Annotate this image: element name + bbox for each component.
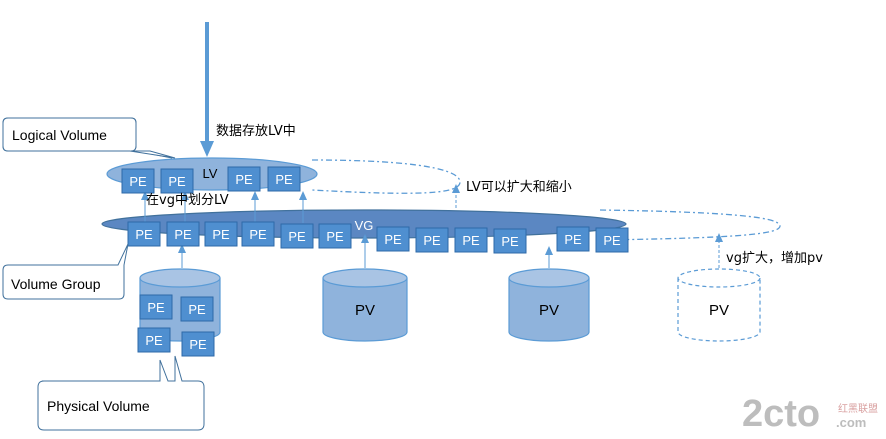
- pe-block[interactable]: PE: [556, 226, 590, 252]
- lv-extend-dashed-outline: [311, 159, 461, 194]
- pe-label: PE: [462, 233, 480, 248]
- pv-label: PV: [355, 302, 375, 319]
- pv-label: PV: [709, 302, 729, 319]
- callout-text: Volume Group: [11, 276, 101, 292]
- pe-label: PE: [147, 300, 165, 315]
- callout-text: Physical Volume: [47, 398, 150, 414]
- pe-label: PE: [212, 227, 230, 242]
- lv-ellipse[interactable]: [106, 157, 318, 191]
- pe-label: PE: [235, 172, 253, 187]
- watermark-logo: 2cto 红黑联盟 .com: [742, 393, 878, 435]
- pe-block[interactable]: PE: [267, 166, 301, 192]
- store-in-lv-annotation: 数据存放LV中: [216, 124, 296, 139]
- pe-label: PE: [174, 227, 192, 242]
- pe-label: PE: [188, 302, 206, 317]
- pe-label: PE: [249, 227, 267, 242]
- pe-label: PE: [145, 333, 163, 348]
- vg-label: VG: [355, 218, 374, 233]
- callout-text: Logical Volume: [12, 127, 107, 143]
- callout-physical-volume: Physical Volume: [37, 355, 205, 431]
- pe-label: PE: [423, 233, 441, 248]
- pv-cylinder-new-dashed[interactable]: PV: [677, 268, 761, 342]
- vg-extend-dashed-outline: [599, 209, 781, 241]
- pe-block[interactable]: PE: [139, 294, 173, 320]
- pe-label: PE: [189, 337, 207, 352]
- pe-label: PE: [129, 174, 147, 189]
- carve-lv-annotation: 在vg中划分LV: [146, 193, 229, 208]
- pe-block[interactable]: PE: [241, 221, 275, 247]
- pe-label: PE: [326, 229, 344, 244]
- pe-block[interactable]: PE: [127, 221, 161, 247]
- pe-block[interactable]: PE: [280, 223, 314, 249]
- pv-cylinder[interactable]: PV: [322, 268, 408, 342]
- pe-label: PE: [135, 227, 153, 242]
- pe-block[interactable]: PE: [454, 227, 488, 253]
- lv-resize-annotation: LV可以扩大和缩小: [466, 179, 572, 195]
- watermark-tld: .com: [836, 415, 866, 430]
- callout-logical-volume: Logical Volume: [2, 117, 176, 159]
- pe-block[interactable]: PE: [376, 226, 410, 252]
- pe-label: PE: [384, 232, 402, 247]
- pe-block[interactable]: PE: [166, 221, 200, 247]
- pv-label: PV: [539, 302, 559, 319]
- pe-label: PE: [603, 233, 621, 248]
- pe-label: PE: [501, 234, 519, 249]
- pv-cylinder[interactable]: [139, 268, 221, 342]
- lv-label: LV: [203, 166, 218, 181]
- pe-block[interactable]: PE: [493, 228, 527, 254]
- callout-volume-group: Volume Group: [2, 243, 129, 300]
- pe-block[interactable]: PE: [204, 221, 238, 247]
- pe-block[interactable]: PE: [180, 296, 214, 322]
- pe-label: PE: [564, 232, 582, 247]
- pe-label: PE: [168, 174, 186, 189]
- pe-block[interactable]: PE: [121, 168, 155, 194]
- pv-cylinder[interactable]: PV: [508, 268, 590, 342]
- pe-block[interactable]: PE: [137, 327, 171, 353]
- watermark-cn: 红黑联盟: [838, 402, 878, 415]
- watermark-brand: 2cto: [742, 393, 820, 435]
- pe-block[interactable]: PE: [181, 331, 215, 357]
- pe-block[interactable]: PE: [227, 166, 261, 192]
- pe-block[interactable]: PE: [318, 223, 352, 249]
- pe-label: PE: [275, 172, 293, 187]
- pe-block[interactable]: PE: [595, 227, 629, 253]
- vg-extend-annotation: vg扩大，增加pv: [726, 251, 823, 266]
- pe-block[interactable]: PE: [160, 168, 194, 194]
- pe-label: PE: [288, 229, 306, 244]
- pe-block[interactable]: PE: [415, 227, 449, 253]
